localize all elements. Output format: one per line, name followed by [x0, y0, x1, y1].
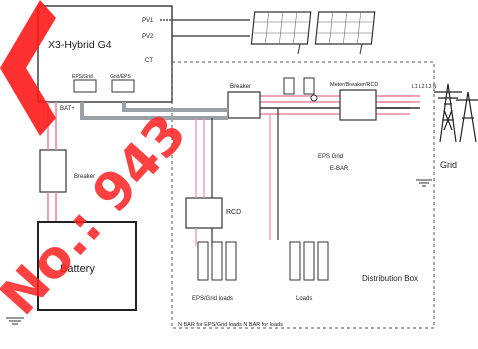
bat-plus-label: BAT+ [60, 106, 75, 112]
grid-loads-breakers [289, 241, 329, 281]
inverter-pv1-label: PV1 [142, 18, 154, 24]
grid-meter-label: Meter/Breaker/RCD [330, 82, 378, 88]
pv-cables [160, 19, 250, 37]
inverter-port-grid-label: Grid/EPS [110, 74, 132, 80]
watermark-arrow [0, 0, 56, 136]
inverter-ct-label: CT [145, 58, 153, 64]
rcd-label: RCD [226, 209, 241, 216]
solar-panel-array [250, 11, 376, 55]
battery-label: Battery [60, 263, 95, 275]
main-breaker-label: Breaker [230, 84, 251, 90]
eps-loads-breakers [197, 241, 237, 281]
battery-unit: Battery [37, 221, 137, 311]
main-breaker: Breaker [227, 84, 261, 119]
grid-label: Grid [440, 160, 457, 170]
n-bar-footer: N BAR for EPS/Grid loads N BAR for loads [178, 322, 283, 328]
e-bar-label: E-BAR [330, 166, 349, 172]
loads-label: Loads [296, 296, 312, 302]
eps-grid-short-label: EPS Grid [318, 154, 343, 160]
grid-bus-lines [260, 95, 420, 115]
eps-loads-label: EPS/Grid loads [192, 296, 233, 302]
inverter-output-bus [80, 102, 228, 120]
inverter-pv2-label: PV2 [142, 34, 154, 40]
grid-loads-feed [269, 108, 279, 240]
inverter-unit: X3-Hybrid G4 PV1 PV2 CT EPS/Grid Grid/EP… [37, 5, 173, 103]
ln-marks-label: L1 L2 L3 N [412, 84, 437, 90]
rcd-device: RCD [185, 197, 241, 229]
inverter-port-eps [73, 79, 97, 93]
inverter-port-grid [111, 79, 135, 93]
battery-breaker-label: Breaker [74, 174, 95, 180]
grid-pylons-icon [434, 83, 478, 143]
ground-symbols [6, 179, 432, 325]
distribution-box-label: Distribution Box [362, 274, 418, 283]
inverter-model-label: X3-Hybrid G4 [48, 39, 112, 51]
grid-meter: Meter/Breaker/RCD [330, 82, 378, 121]
inverter-port-eps-label: EPS/Grid [72, 74, 93, 80]
ct-sensors [283, 77, 318, 102]
battery-breaker: Breaker [39, 149, 95, 193]
